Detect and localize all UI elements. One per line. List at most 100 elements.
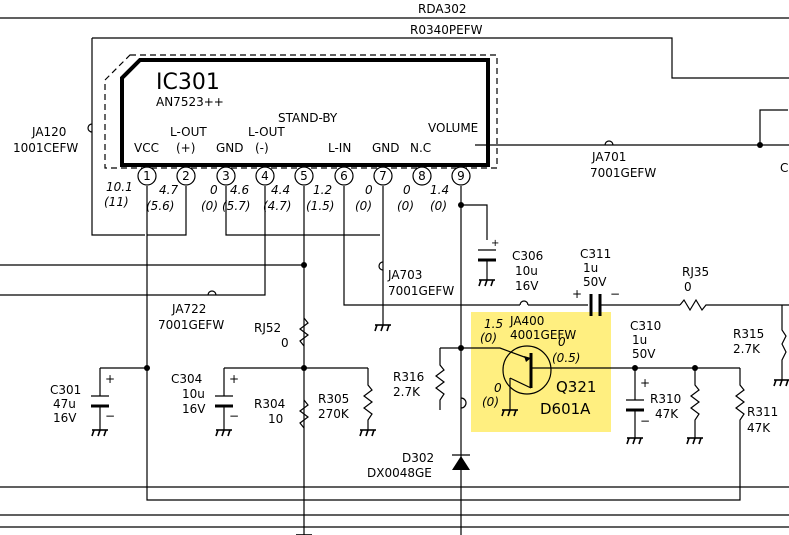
ic301-pin-number: 3 [222,169,230,183]
svg-text:+: + [105,372,115,386]
svg-text:(5.6): (5.6) [146,199,174,213]
ic301-pin-number: 1 [143,169,151,183]
ground-symbol [359,429,376,437]
svg-text:JA400: JA400 [509,314,544,328]
svg-text:+: + [229,372,239,386]
q321-transistor [461,345,635,410]
ja120-part: 1001CEFW [13,141,78,155]
svg-text:1.2: 1.2 [313,183,332,197]
svg-text:10: 10 [268,412,283,426]
svg-text:4.6: 4.6 [230,183,249,197]
svg-text:C: C [780,161,788,175]
svg-text:RJ52: RJ52 [254,321,281,335]
ic301-pin-number: 6 [340,169,348,183]
svg-text:(0.5): (0.5) [552,351,580,365]
ground-symbol [478,279,495,287]
svg-text:R316: R316 [393,370,424,384]
svg-text:R311: R311 [747,405,778,419]
svg-text:0: 0 [684,280,692,294]
ic301-body [120,58,490,167]
ic301-pin-1 [137,166,157,186]
svg-text:(-): (-) [255,141,269,155]
ic301-part: AN7523++ [156,95,224,109]
svg-text:0: 0 [210,183,218,197]
svg-text:0: 0 [494,381,502,395]
ic301-pin-3 [216,166,236,186]
svg-text:16V: 16V [515,279,539,293]
svg-text:47K: 47K [747,421,771,435]
svg-text:−: − [640,414,650,428]
ground-symbol [374,324,391,332]
svg-text:(4.7): (4.7) [263,199,291,213]
svg-text:(5.7): (5.7) [222,199,250,213]
svg-text:50V: 50V [583,275,607,289]
ic301-ref: IC301 [156,70,220,95]
svg-text:C301: C301 [50,383,81,397]
c306-capacitor: + [478,238,499,280]
ic301-voltages: 10.1 (11) 4.7 (5.6) 0 (0) 4.6 (5.7) 4.4 … [104,180,449,213]
ic301-pin-9 [451,166,471,186]
ground-symbol [501,409,518,417]
svg-text:−: − [105,409,115,423]
svg-text:10.1: 10.1 [106,180,133,194]
svg-text:2.7K: 2.7K [733,342,761,356]
svg-text:R304: R304 [254,397,285,411]
standby-label: STAND-BY [278,111,338,125]
svg-text:+: + [491,238,499,249]
r0340pefw-label: R0340PEFW [410,23,483,37]
svg-text:4.4: 4.4 [271,183,290,197]
svg-text:0: 0 [558,335,566,349]
ground-symbol [626,437,643,445]
svg-text:N.C: N.C [410,141,431,155]
ja703-label: JA703 [387,268,422,282]
svg-text:C304: C304 [171,372,202,386]
svg-text:D302: D302 [402,451,434,465]
ja701-part: 7001GEFW [590,166,656,180]
svg-text:GND: GND [216,141,244,155]
svg-text:(11): (11) [104,195,129,209]
ja701-label: JA701 [591,150,626,164]
svg-text:1u: 1u [632,333,647,347]
svg-text:R310: R310 [650,392,681,406]
svg-text:+: + [640,376,650,390]
ic301-pin-6 [334,166,354,186]
ic301-pin-number: 7 [379,169,387,183]
ja120-label: JA120 [31,125,66,139]
svg-text:0: 0 [403,183,411,197]
svg-text:(0): (0) [482,395,499,409]
ic301-pin-number: 5 [300,169,308,183]
svg-text:(0): (0) [201,199,218,213]
ic301-pin-4 [255,166,275,186]
svg-text:16V: 16V [182,402,206,416]
svg-text:C311: C311 [580,247,611,261]
svg-text:(0): (0) [430,199,447,213]
svg-text:L-OUT: L-OUT [170,125,207,139]
svg-text:C306: C306 [512,249,543,263]
svg-text:2.7K: 2.7K [393,385,421,399]
svg-text:(0): (0) [397,199,414,213]
svg-text:(0): (0) [355,199,372,213]
svg-text:0: 0 [281,336,289,350]
ic301-pin-5 [294,166,314,186]
ja722-label: JA722 [171,302,206,316]
svg-text:+: + [572,287,582,301]
svg-text:−: − [610,287,620,301]
svg-text:47u: 47u [53,397,76,411]
ground-symbols [91,279,789,535]
svg-text:270K: 270K [318,407,350,421]
ground-symbol [686,437,703,445]
svg-text:VCC: VCC [134,141,159,155]
svg-text:R305: R305 [318,392,349,406]
svg-text:L-OUT: L-OUT [248,125,285,139]
ja703-part: 7001GEFW [388,284,454,298]
ground-symbol [773,379,789,387]
q321-highlight [471,312,611,432]
ic301-pin-7 [373,166,393,186]
q321-ref: Q321 [556,378,596,396]
ic301-pin-number: 9 [457,169,465,183]
svg-text:R315: R315 [733,327,764,341]
svg-text:1.4: 1.4 [430,183,449,197]
ic301-pin-number: 4 [261,169,269,183]
